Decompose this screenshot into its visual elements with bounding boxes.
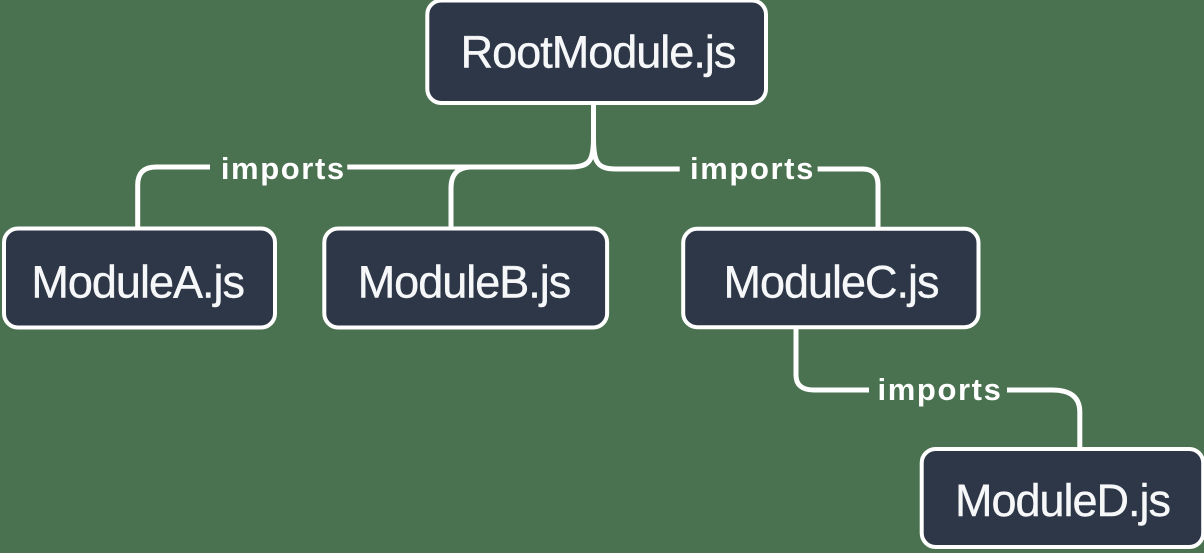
- svg-text:ModuleD.js: ModuleD.js: [955, 475, 1170, 526]
- svg-text:ModuleB.js: ModuleB.js: [358, 257, 571, 308]
- svg-text:RootModule.js: RootModule.js: [461, 26, 736, 77]
- svg-text:ModuleA.js: ModuleA.js: [31, 257, 244, 308]
- svg-text:imports: imports: [878, 372, 1003, 407]
- svg-text:imports: imports: [690, 151, 815, 186]
- svg-text:ModuleC.js: ModuleC.js: [723, 257, 938, 308]
- svg-text:imports: imports: [221, 151, 346, 186]
